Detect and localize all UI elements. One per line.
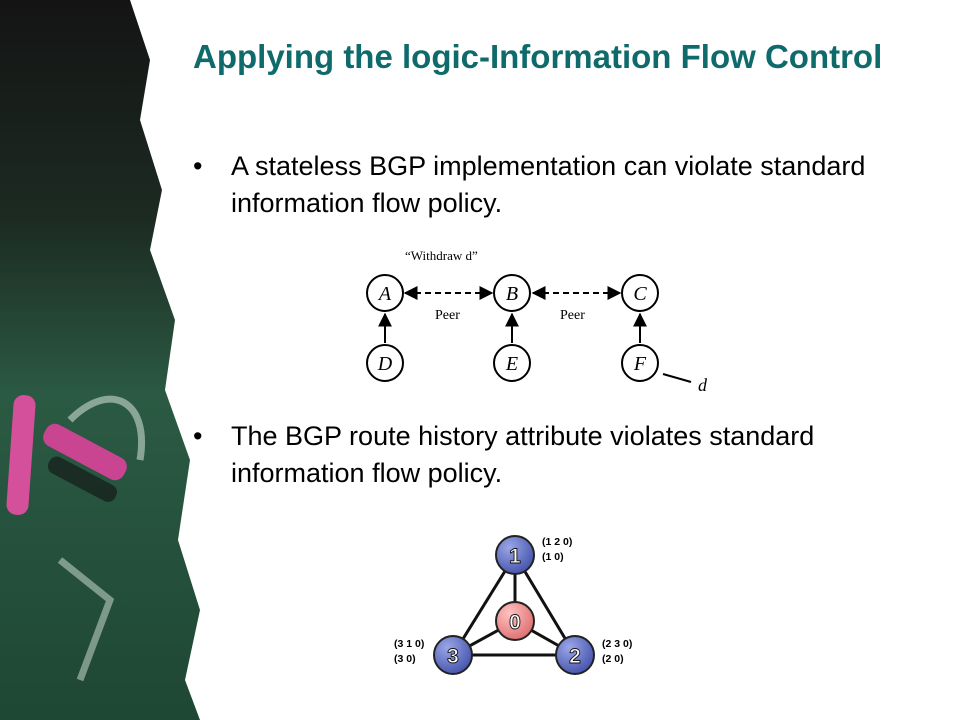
bullet-dot-icon: •	[193, 151, 203, 181]
svg-text:1: 1	[509, 545, 521, 568]
node-3: 3	[433, 635, 473, 675]
svg-text:2: 2	[569, 645, 581, 668]
destination-link	[662, 373, 692, 383]
history-label: (3 0)	[394, 653, 416, 665]
bullet-item: • A stateless BGP implementation can vio…	[193, 148, 893, 222]
chalkboard-decoration	[0, 0, 200, 720]
node-a: A	[366, 274, 404, 312]
chalk-stick-pink	[43, 423, 127, 481]
chalk-stick-pink	[6, 395, 36, 515]
svg-text:0: 0	[509, 611, 521, 634]
node-e: E	[493, 344, 531, 382]
svg-text:E: E	[505, 353, 518, 375]
chalkboard-shape	[0, 0, 200, 720]
node-2: 2	[555, 635, 595, 675]
bullet-text: A stateless BGP implementation can viola…	[231, 151, 866, 218]
chalk-scribble	[57, 557, 115, 682]
node-1: 1	[495, 535, 535, 575]
node-b: B	[493, 274, 531, 312]
history-label: (3 1 0)	[394, 638, 424, 650]
route-history-diagram: 1 0 3 2 (1 2 0) (1 0) (3 1 0) (3 0) (2 3…	[394, 535, 632, 675]
node-f: F	[621, 344, 659, 382]
svg-text:F: F	[633, 353, 647, 375]
peer-label: Peer	[560, 308, 585, 323]
history-label: (2 3 0)	[602, 638, 632, 650]
bullet-dot-icon: •	[193, 421, 203, 451]
node-c: C	[621, 274, 659, 312]
chalk-stick-shadow	[47, 456, 117, 502]
history-label: (1 2 0)	[542, 536, 572, 548]
bullet-item: • The BGP route history attribute violat…	[193, 418, 893, 492]
peer-label: Peer	[435, 308, 460, 323]
peer-diagram: “Withdraw d” Peer Peer A B C D E F d	[366, 248, 708, 395]
node-d: D	[366, 344, 404, 382]
svg-text:A: A	[377, 283, 392, 305]
node-0: 0	[495, 601, 535, 641]
destination-label: d	[698, 375, 708, 395]
history-label: (2 0)	[602, 653, 624, 665]
svg-text:3: 3	[447, 645, 459, 668]
svg-text:D: D	[377, 353, 393, 375]
withdraw-annotation: “Withdraw d”	[405, 248, 478, 263]
svg-text:B: B	[506, 283, 518, 305]
slide-title: Applying the logic-Information Flow Cont…	[193, 38, 883, 75]
svg-text:C: C	[633, 283, 647, 305]
history-label: (1 0)	[542, 551, 564, 563]
chalk-scribble	[67, 395, 145, 461]
bullet-text: The BGP route history attribute violates…	[231, 421, 815, 488]
